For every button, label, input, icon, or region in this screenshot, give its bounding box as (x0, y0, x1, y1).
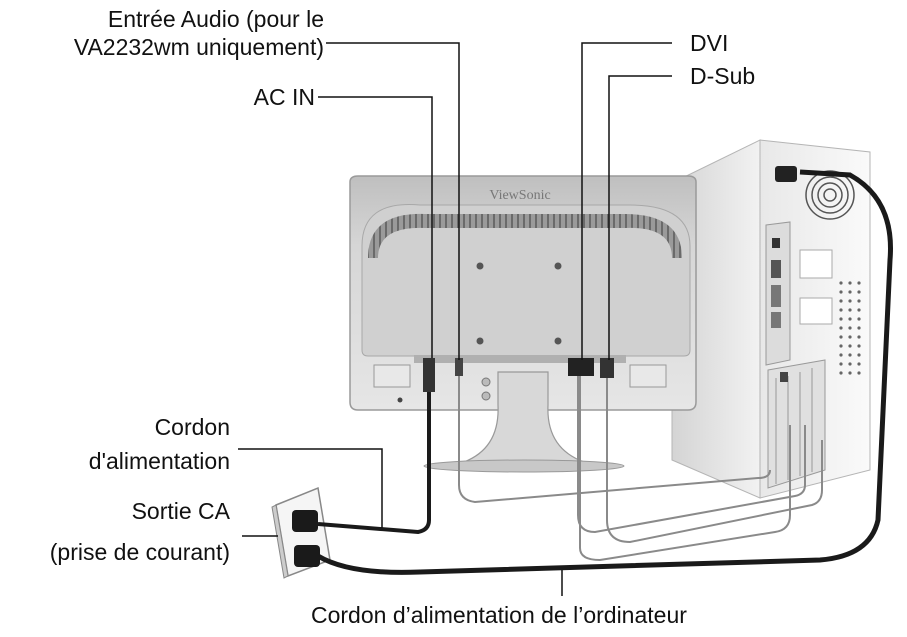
pc-tower (671, 139, 871, 499)
label-ac-in: AC IN (253, 84, 315, 110)
label-sortie-line1: Sortie CA (131, 498, 230, 524)
label-sortie-line2: (prise de courant) (49, 539, 230, 565)
pc-io-panel (765, 221, 866, 380)
monitor: ViewSonic (349, 175, 697, 473)
pc-expansion-slots (767, 359, 826, 489)
label-computer-cord: Cordon d’alimentation de l’ordinateur (311, 602, 687, 628)
label-dsub: D-Sub (690, 63, 756, 89)
label-dvi: DVI (690, 30, 729, 56)
power-outlet (271, 486, 331, 579)
leader-lines (238, 42, 672, 596)
label-audio-in-line1: Entrée Audio (pour le (107, 6, 324, 32)
fan-grille (805, 170, 855, 220)
brand-logo: ViewSonic (489, 188, 550, 203)
outlet-plug-top (292, 510, 318, 532)
label-audio-in-line2: VA2232wm uniquement) (73, 34, 324, 60)
pc-power-inlet (775, 166, 797, 182)
label-cordon-line2: d'alimentation (88, 448, 230, 474)
outlet-plug-bottom (294, 545, 320, 567)
label-cordon-line1: Cordon (154, 414, 230, 440)
cables (316, 169, 893, 575)
